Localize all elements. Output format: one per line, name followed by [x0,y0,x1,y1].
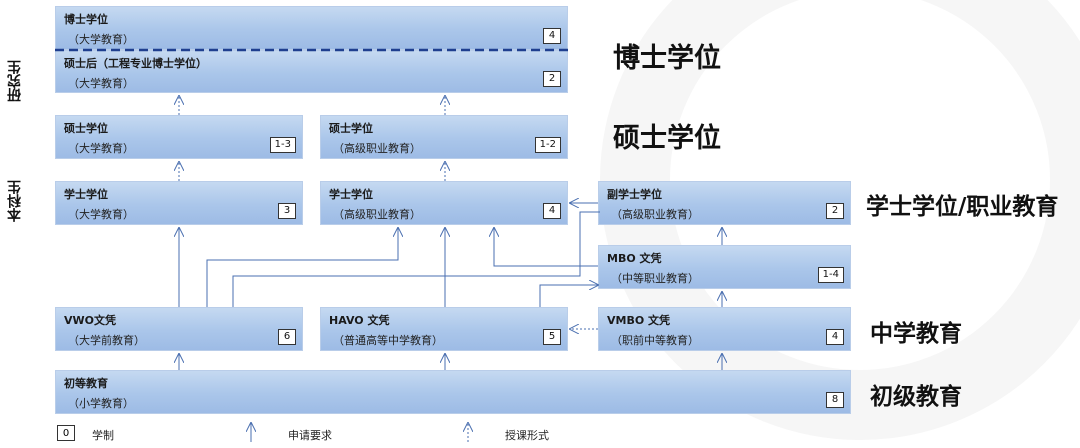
legend-requirement-label: 申请要求 [288,429,332,442]
duration-badge: 4 [543,28,561,44]
duration-badge: 8 [826,392,844,408]
box-title: 硕士后（工程专业博士学位） [64,57,207,70]
box-subtitle: （大学教育） [68,33,134,46]
arrow-vwo-to-associate [232,211,600,307]
box-subtitle: （大学前教育） [68,334,145,347]
master-vocational-box: 硕士学位 （高级职业教育） 1-2 [320,115,568,159]
vmbo-diploma-box: VMBO 文凭 （职前中等教育） 4 [598,307,851,351]
box-subtitle: （高级职业教育） [333,142,421,155]
mbo-diploma-box: MBO 文凭 （中等职业教育） 1-4 [598,245,851,289]
box-subtitle: （大学教育） [68,208,134,221]
box-subtitle: （大学教育） [68,142,134,155]
box-subtitle: （高级职业教育） [333,208,421,221]
duration-badge: 6 [278,329,296,345]
duration-badge: 2 [826,203,844,219]
associate-degree-box: 副学士学位 （高级职业教育） 2 [598,181,851,225]
arrow-vwo-to-hbo-bachelor [206,228,398,307]
box-title: VMBO 文凭 [607,314,671,327]
box-subtitle: （普通高等中学教育） [333,334,443,347]
box-title: 学士学位 [329,188,373,201]
box-title: 副学士学位 [607,188,662,201]
secondary-level-label: 中学教育 [870,321,962,347]
arrow-havo-to-mbo [539,285,598,307]
duration-badge: 1-2 [534,137,561,153]
master-university-box: 硕士学位 （大学教育） 1-3 [55,115,303,159]
box-title: 博士学位 [64,13,108,26]
master-level-label: 硕士学位 [613,123,721,154]
box-subtitle: （高级职业教育） [611,208,699,221]
duration-badge: 5 [543,329,561,345]
duration-badge: 4 [543,203,561,219]
box-title: 初等教育 [64,377,108,390]
box-subtitle: （职前中等教育） [611,334,699,347]
vwo-diploma-box: VWO文凭 （大学前教育） 6 [55,307,303,351]
box-title: 硕士学位 [329,122,373,135]
bachelor-vocational-level-label: 学士学位/职业教育 [866,194,1059,220]
duration-badge: 1-4 [817,267,844,283]
duration-badge: 4 [826,329,844,345]
doctorate-level-label: 博士学位 [613,43,721,74]
arrow-mbo-to-hbo-bachelor [494,228,598,267]
bachelor-vocational-box: 学士学位 （高级职业教育） 4 [320,181,568,225]
box-title: MBO 文凭 [607,252,662,265]
primary-education-box: 初等教育 （小学教育） 8 [55,370,851,414]
havo-diploma-box: HAVO 文凭 （普通高等中学教育） 5 [320,307,568,351]
box-subtitle: （小学教育） [68,397,134,410]
box-title: 学士学位 [64,188,108,201]
legend-teaching-form-label: 授课形式 [505,429,549,442]
primary-level-label: 初级教育 [870,384,962,410]
duration-badge: 1-3 [269,137,296,153]
duration-badge: 3 [278,203,296,219]
box-title: VWO文凭 [64,314,116,327]
bachelor-university-box: 学士学位 （大学教育） 3 [55,181,303,225]
box-title: 硕士学位 [64,122,108,135]
legend-duration-box: 0 [57,425,75,441]
box-subtitle: （中等职业教育） [611,272,699,285]
duration-badge: 2 [543,71,561,87]
box-title: HAVO 文凭 [329,314,390,327]
box-subtitle: （大学教育） [68,77,134,90]
legend-duration-label: 学制 [92,429,114,442]
